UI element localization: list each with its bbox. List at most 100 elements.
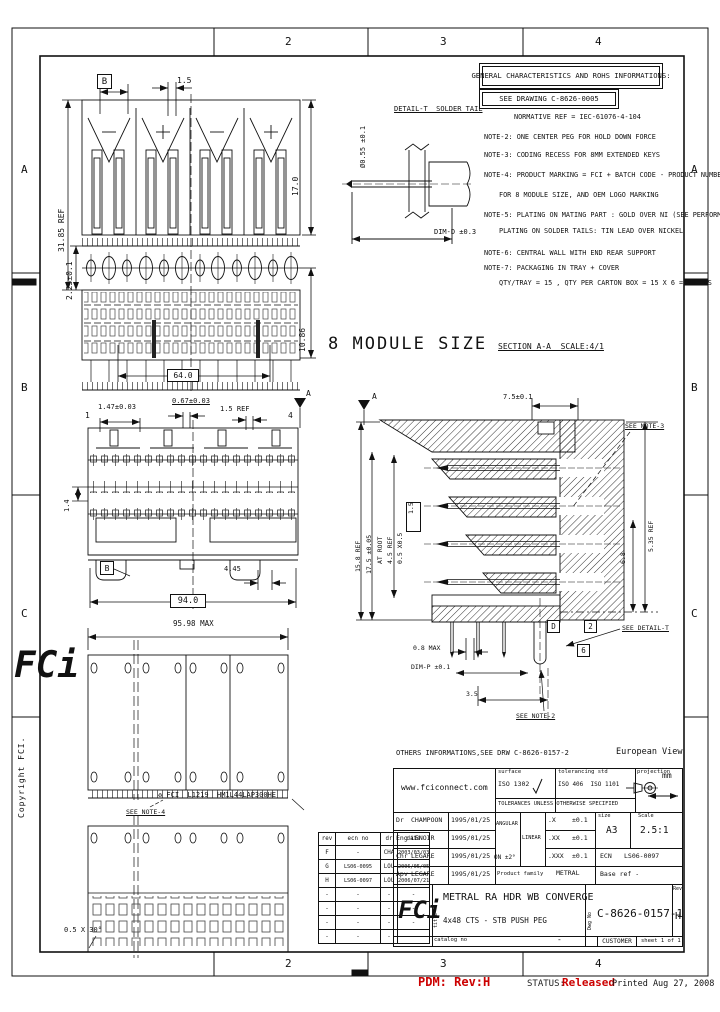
drawing-subtitle: 4x48 CTS - STB PUSH PEG xyxy=(443,916,547,925)
datum-d-box: D xyxy=(547,620,560,633)
dim-label: 1.5 REF xyxy=(220,405,250,413)
section-view-linework xyxy=(356,398,658,720)
revision-table: rev ecn no dr date F - CHA 2003/03/03 G … xyxy=(318,832,430,944)
dim-label: 94.0 xyxy=(177,596,199,606)
printed-date: Printed Aug 27, 2008 xyxy=(612,979,715,989)
copyright-text: Copyright FCI. xyxy=(17,736,26,818)
dim-label: 1.5 xyxy=(177,76,192,85)
rev-cell: - xyxy=(335,929,381,944)
dim-label: AT ROOT xyxy=(376,536,384,564)
dim-label: 5.35 REF xyxy=(647,520,655,552)
linear-tol-v: ±0.1 xyxy=(572,852,588,860)
notes-normative: NORMATIVE REF = IEC-61076-4-104 xyxy=(514,113,641,121)
top-view-linework xyxy=(72,398,306,612)
rev-cell: - xyxy=(397,915,430,930)
rev-value: H xyxy=(675,911,682,922)
approval-date: 1995/01/25 xyxy=(451,816,491,824)
notes-header-box2: SEE DRAWING C-8626-0005 xyxy=(479,89,619,109)
module-size-caption: 8 MODULE SIZE xyxy=(328,334,488,354)
linear-tol-p: .X xyxy=(548,816,556,824)
catalog-value: - xyxy=(557,935,562,944)
tb-line xyxy=(393,830,495,831)
balloon-b-top: B xyxy=(100,561,114,575)
tb-line xyxy=(432,884,433,947)
rev-cell: CHA xyxy=(380,845,398,860)
tb-line xyxy=(545,848,683,849)
rev-cell: - xyxy=(318,915,336,930)
surface-std: ISO 1302 xyxy=(498,780,530,788)
section-caption: SECTION A-A SCALE:4/1 xyxy=(498,342,604,351)
rev-cell: - xyxy=(335,887,381,902)
dim-label: 4.45 xyxy=(224,565,241,573)
dim-label: 0.67±0.03 xyxy=(172,397,210,405)
dim-label: 17.5 ±0.05 xyxy=(365,534,373,574)
rev-cell: LOU xyxy=(380,859,398,874)
dim-label: 64.0 xyxy=(173,371,193,380)
note-line: NOTE-5: PLATING ON MATING PART : GOLD OV… xyxy=(484,211,720,219)
rev-header: ecn no xyxy=(335,832,381,846)
zone-left-c: C xyxy=(21,607,28,620)
revision-row: F - CHA 2003/03/03 xyxy=(318,845,430,860)
ecn-label: ECN xyxy=(600,852,612,860)
revision-row: - - - - xyxy=(318,901,430,916)
tol-std-label: tolerancing std xyxy=(558,769,608,775)
note-line: PLATING ON SOLDER TAILS: TIN LEAD OVER N… xyxy=(499,227,684,235)
dim-label: DIM-D ±0.3 xyxy=(434,228,477,236)
zone-left-b: B xyxy=(21,381,28,394)
datum-label: D xyxy=(551,622,556,631)
sheet-label: sheet 1 of 1 xyxy=(641,938,681,944)
dim-label: 10.86 xyxy=(298,327,307,352)
revision-row: - - - - xyxy=(318,887,430,902)
tb-line xyxy=(393,936,683,937)
tb-line xyxy=(585,884,586,947)
zone-bottom-3: 3 xyxy=(440,957,447,970)
notes-header1: GENERAL CHARACTERISTICS AND ROHS INFORMA… xyxy=(471,71,671,81)
approval-role: Dr xyxy=(396,816,404,824)
zone-right-c: C xyxy=(691,607,698,620)
linear-tol-p: .XXX xyxy=(548,852,564,860)
revision-row: H LS06-0097 LOU 2006/07/21 xyxy=(318,873,430,888)
rev-cell: LOU xyxy=(380,873,398,888)
dim-label: 17.0 xyxy=(291,176,300,196)
balloon-b-front: B xyxy=(97,74,112,89)
zone-top-3: 3 xyxy=(440,35,447,48)
approval-date: 1995/01/25 xyxy=(451,834,491,842)
size-value: A3 xyxy=(606,825,618,836)
rev-cell: LS06-0095 xyxy=(335,859,381,874)
detail-t-linework xyxy=(342,143,472,244)
notes-header2: SEE DRAWING C-8626-0005 xyxy=(499,94,599,104)
status-label: STATUS: xyxy=(527,979,565,989)
rev-cell: - xyxy=(380,929,398,944)
zone-left-a: A xyxy=(21,163,28,176)
rev-header: dr xyxy=(380,832,398,846)
revision-row: - - - - xyxy=(318,929,430,944)
rev-label: Rev xyxy=(673,886,683,892)
balloon-b-label: B xyxy=(104,563,110,573)
family-value: METRAL xyxy=(556,869,580,877)
tb-line xyxy=(495,798,635,799)
dim-label: 1.5 xyxy=(406,502,415,514)
zone-top-2: 2 xyxy=(285,35,292,48)
notes-header-box1: GENERAL CHARACTERISTICS AND ROHS INFORMA… xyxy=(471,63,671,89)
dim-label: 0.5 X0.5 xyxy=(396,532,404,564)
section-arrow-a: A xyxy=(306,389,311,398)
linear-tol-v: ±0.1 xyxy=(572,816,588,824)
dim-label: 1.47±0.03 xyxy=(98,403,136,411)
note-line: NOTE-4: PRODUCT MARKING = FCI + BATCH CO… xyxy=(484,171,720,179)
dwg-no-value: C-8626-0157-1 xyxy=(597,907,684,920)
linear-label: LINEAR xyxy=(522,835,541,841)
tb-line xyxy=(630,812,631,848)
note-line: FOR 8 MODULE SIZE, AND OEM LOGO MARKING xyxy=(499,191,659,199)
pin-number-4: 4 xyxy=(288,411,293,420)
status-value: Released xyxy=(562,976,615,989)
tb-line xyxy=(393,812,683,813)
first-angle-projection-icon xyxy=(626,782,678,799)
tb-line xyxy=(545,812,546,866)
projection-label: projection xyxy=(637,769,671,775)
dim-label: DIM-P ±0.1 xyxy=(411,663,451,671)
rev-cell: - xyxy=(318,929,336,944)
tb-line xyxy=(393,866,683,867)
drawing-title: METRAL RA HDR WB CONVERGE xyxy=(443,892,594,903)
dwg-no-label: Dwg No xyxy=(587,911,593,930)
tb-line xyxy=(545,830,595,831)
